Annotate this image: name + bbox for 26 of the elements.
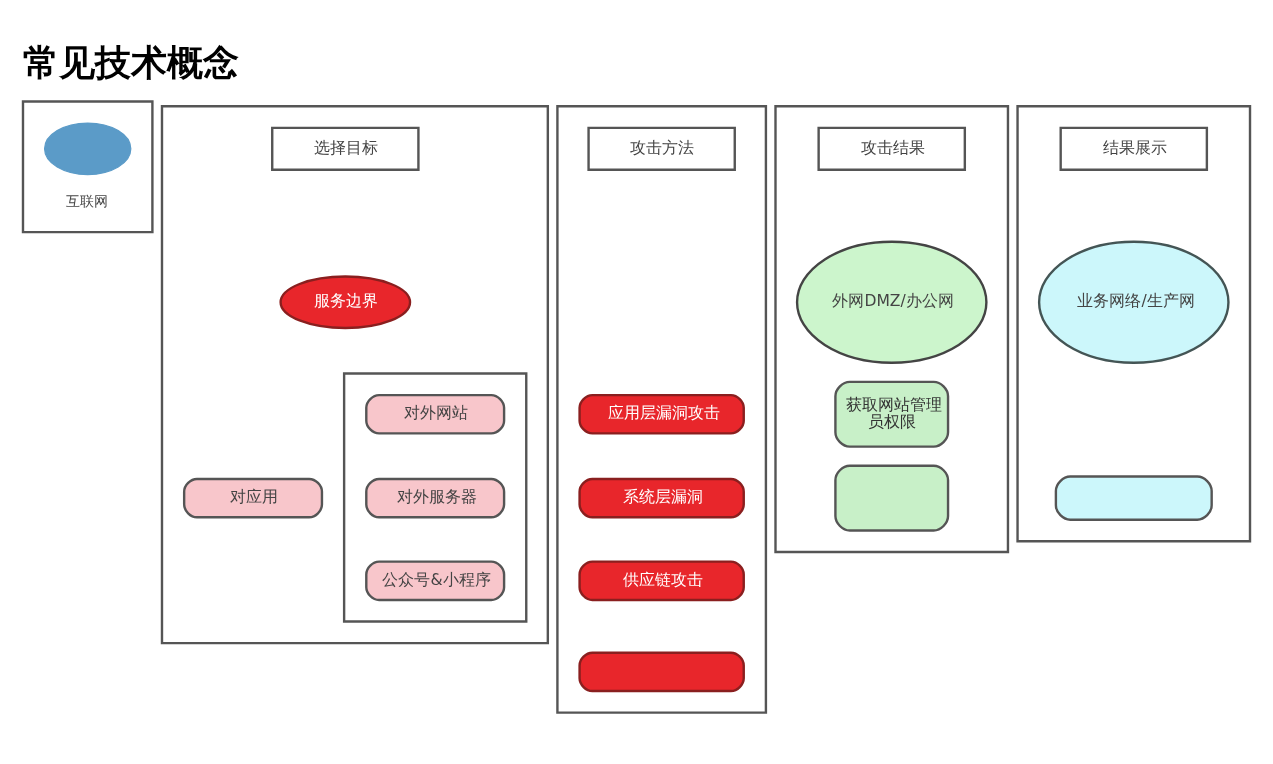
node-box: 供应链攻击 (578, 559, 745, 601)
diagram-title: 常见技术概念 (22, 41, 239, 83)
node-cloud (43, 122, 132, 175)
cluster (342, 371, 528, 623)
node-box: 攻击结果 (817, 126, 967, 171)
node-box (834, 464, 950, 532)
node-box (1054, 474, 1213, 521)
node-label: 互联网 (65, 192, 108, 209)
node-box: 获取网站管理员权限 (834, 380, 950, 448)
cluster (1016, 104, 1252, 542)
node-ellipse: 外网DMZ/办公网 (795, 240, 988, 364)
node-box: 系统层漏洞 (578, 477, 745, 518)
node-ellipse: 服务边界 (279, 274, 412, 329)
node-box: 攻击方法 (587, 126, 736, 171)
node-box: 应用层漏洞攻击 (578, 393, 745, 435)
cluster (774, 104, 1010, 553)
node-box: 对外服务器 (365, 477, 506, 518)
node-box: 选择目标 (271, 126, 420, 171)
cluster (160, 104, 550, 644)
node-box: 结果展示 (1059, 126, 1209, 171)
node-box: 对应用 (182, 477, 324, 518)
node-box (578, 651, 745, 692)
cluster (556, 104, 768, 714)
node-box: 公众号&小程序 (365, 559, 506, 601)
node-box: 对外网站 (365, 393, 506, 435)
node-ellipse: 业务网络/生产网 (1037, 240, 1230, 364)
